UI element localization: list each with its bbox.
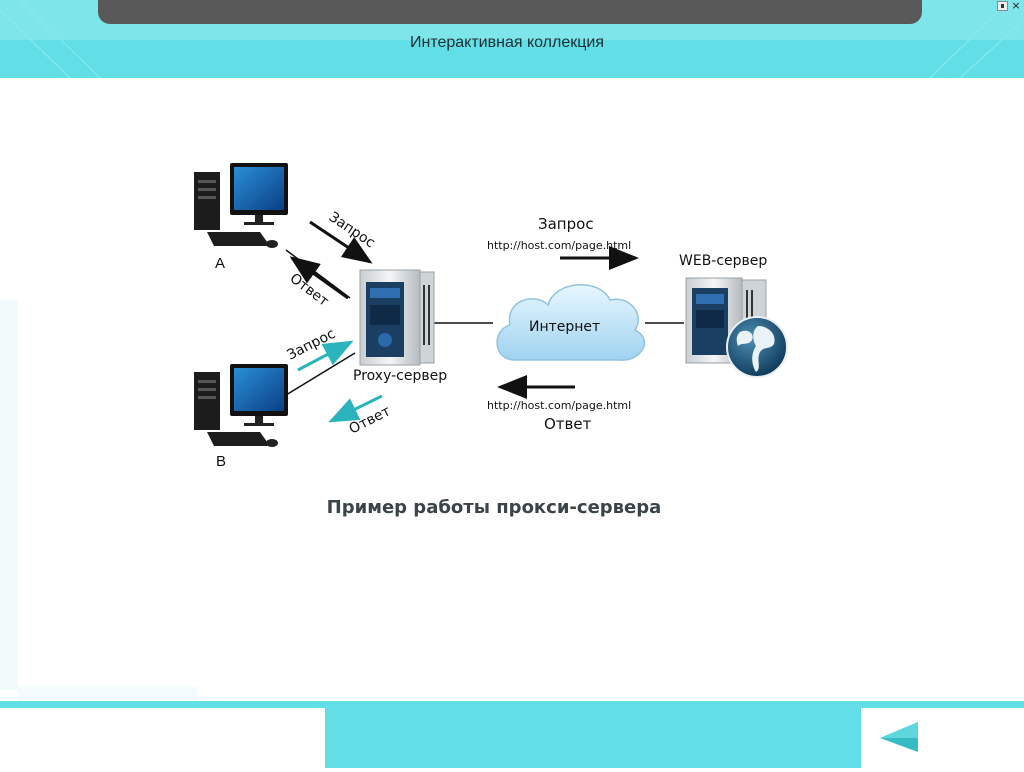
internet-label: Интернет xyxy=(529,319,600,335)
left-side-panel xyxy=(0,300,18,690)
internet-cloud-icon xyxy=(496,284,646,361)
proxy-server-icon xyxy=(359,269,435,366)
globe-icon xyxy=(726,316,788,378)
inet-response-label: Ответ xyxy=(544,415,592,433)
inet-request-url: http://host.com/page.html xyxy=(487,239,631,252)
diagram-caption: Пример работы прокси-сервера xyxy=(326,497,662,518)
bottom-left-panel xyxy=(18,686,198,700)
client-a-label: A xyxy=(215,255,225,272)
b-request-label: Запрос xyxy=(285,326,338,364)
footer-center-panel xyxy=(325,701,861,768)
client-a-computer-icon xyxy=(194,163,288,248)
a-request-label: Запрос xyxy=(326,209,378,251)
web-server-label: WEB-сервер xyxy=(679,253,767,269)
triangle-left-icon xyxy=(880,722,918,752)
prev-button[interactable] xyxy=(862,708,942,768)
a-response-label: Ответ xyxy=(287,270,332,309)
proxy-label: Proxy-сервер xyxy=(353,368,447,384)
top-dark-bar xyxy=(98,0,922,24)
inet-response-url: http://host.com/page.html xyxy=(487,399,631,412)
window-title: Интерактивная коллекция xyxy=(409,34,605,51)
client-b-computer-icon xyxy=(194,364,288,447)
restore-icon[interactable] xyxy=(997,1,1008,11)
header-decoration xyxy=(0,0,1024,78)
client-b-label: B xyxy=(216,453,226,470)
inet-request-label: Запрос xyxy=(538,215,594,233)
close-icon[interactable]: × xyxy=(1011,0,1021,12)
